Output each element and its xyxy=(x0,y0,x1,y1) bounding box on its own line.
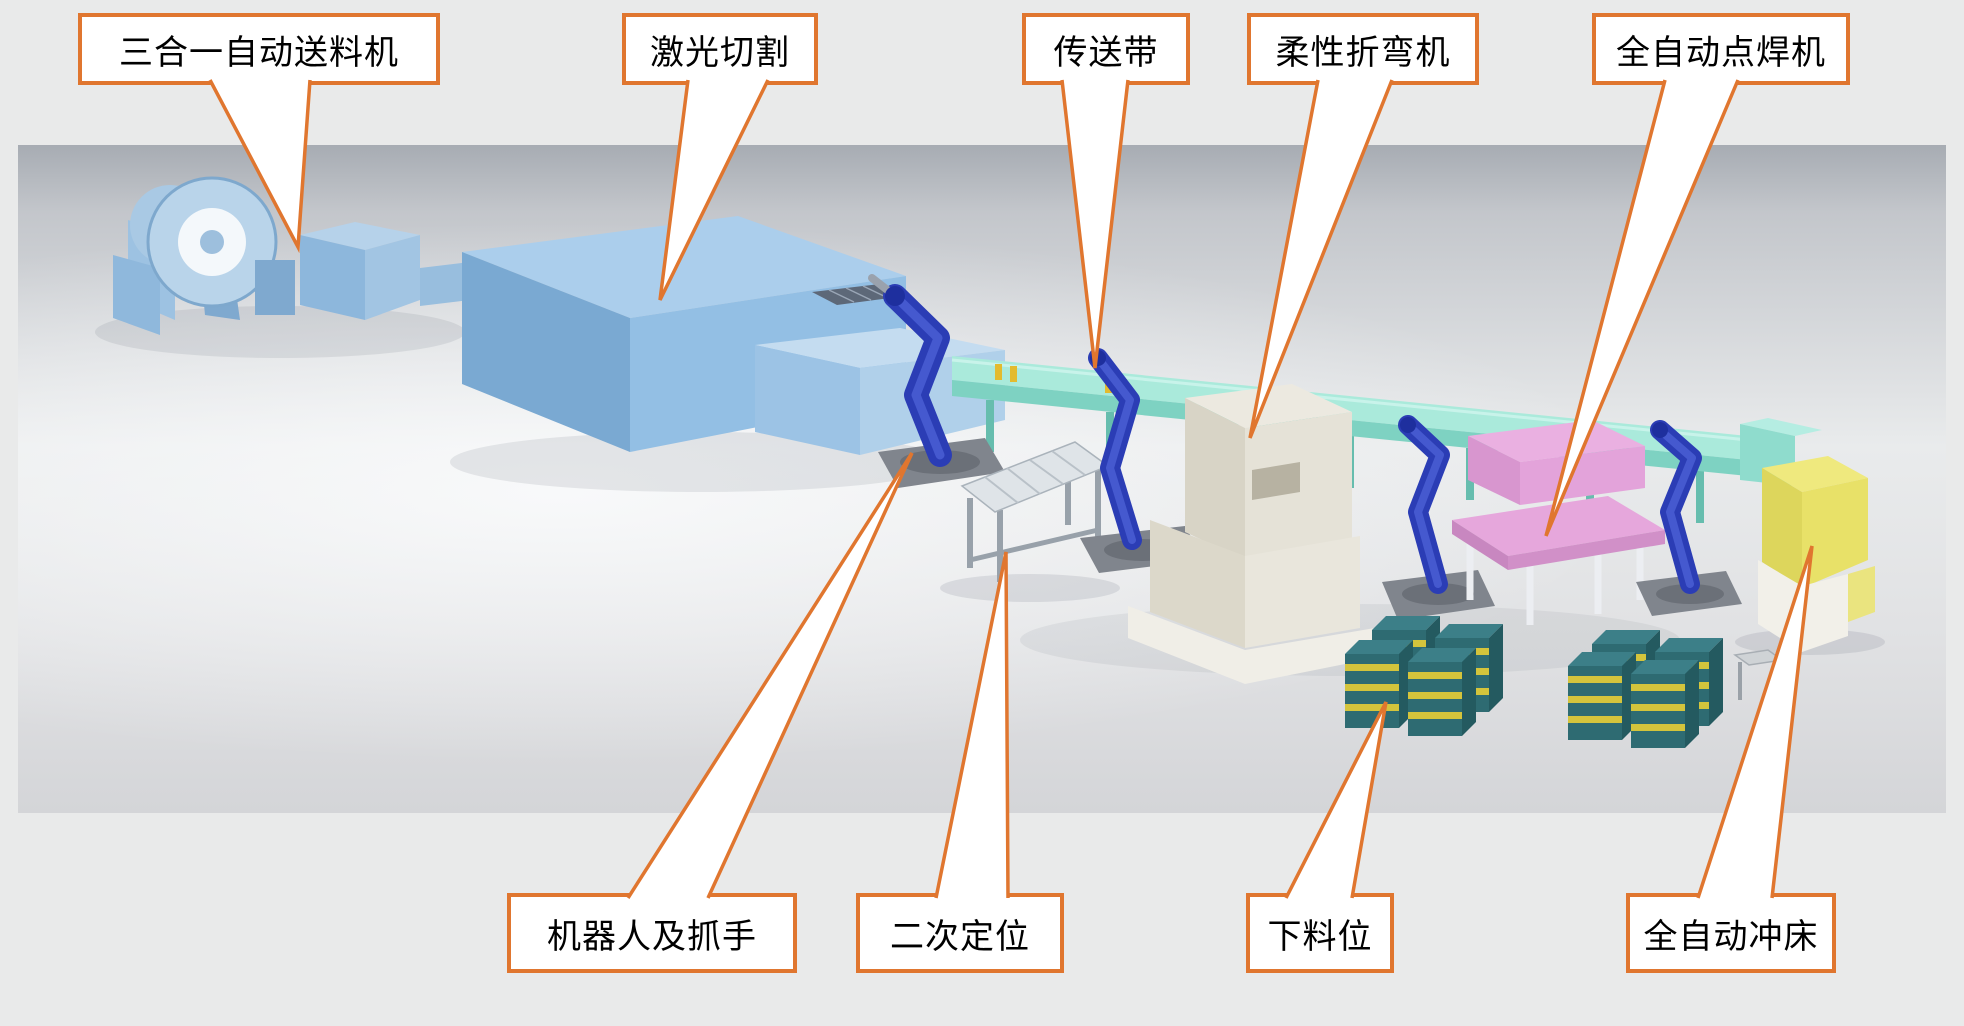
callout-punch-label: 全自动冲床 xyxy=(1643,918,1819,956)
punch-press-machine xyxy=(1758,456,1875,652)
callout-robot-label: 机器人及抓手 xyxy=(547,918,757,956)
callout-bender: 柔性折弯机 xyxy=(1247,13,1479,85)
callout-feeder-label: 三合一自动送料机 xyxy=(119,34,399,72)
callout-conveyor: 传送带 xyxy=(1022,13,1190,85)
callout-robot: 机器人及抓手 xyxy=(507,893,797,973)
laser-cutter-machine xyxy=(462,216,1005,455)
flexible-bender-machine xyxy=(1128,384,1375,684)
callout-conveyor-label: 传送带 xyxy=(1053,34,1159,72)
callout-welder: 全自动点焊机 xyxy=(1592,13,1850,85)
callout-unloading-label: 下料位 xyxy=(1267,918,1373,956)
callout-secondary-positioning-label: 二次定位 xyxy=(890,918,1030,956)
robot-gripper-3 xyxy=(1382,415,1495,620)
callout-secondary-positioning: 二次定位 xyxy=(856,893,1064,973)
callout-unloading: 下料位 xyxy=(1246,893,1394,973)
small-transfer-table xyxy=(1733,649,1784,700)
callout-feeder: 三合一自动送料机 xyxy=(78,13,440,85)
feeder-machine xyxy=(113,176,470,335)
callout-welder-label: 全自动点焊机 xyxy=(1616,34,1826,72)
conveyor-belt xyxy=(951,356,1822,523)
callout-laser: 激光切割 xyxy=(622,13,818,85)
callout-punch: 全自动冲床 xyxy=(1626,893,1836,973)
callout-bender-label: 柔性折弯机 xyxy=(1275,34,1451,72)
callout-laser-label: 激光切割 xyxy=(650,34,790,72)
